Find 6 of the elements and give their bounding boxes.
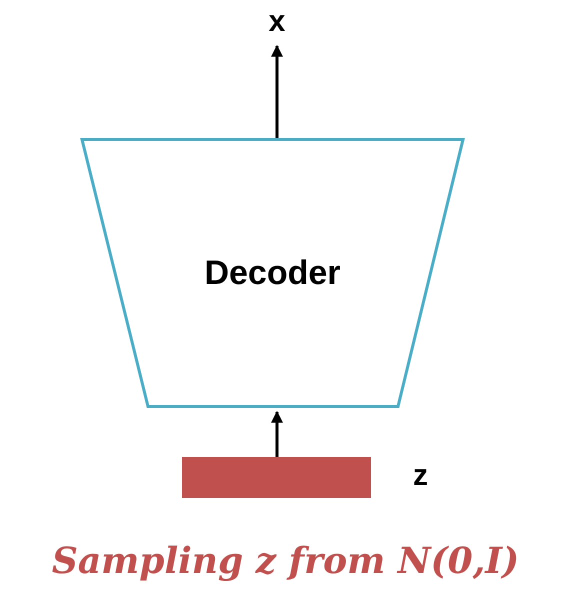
output-label: x [268, 5, 286, 39]
caption: Sampling z from N(0,I) [50, 540, 520, 582]
arrow [271, 44, 283, 138]
arrow [271, 410, 283, 457]
block-label: Decoder [204, 254, 341, 292]
latent-label: z [413, 459, 428, 493]
